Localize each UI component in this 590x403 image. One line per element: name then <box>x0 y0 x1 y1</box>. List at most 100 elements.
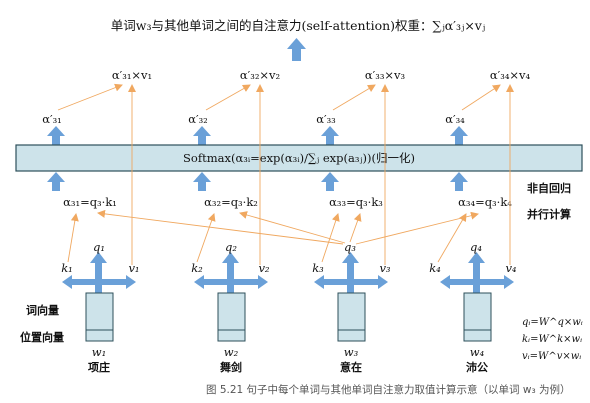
side-note-line2: 并行计算 <box>527 207 571 221</box>
line-q3-score1 <box>97 209 344 245</box>
alpha-norm-2: α′₃₂ <box>188 112 208 126</box>
alpha-norm-4: α′₃₄ <box>445 112 465 126</box>
q-label: q₄ <box>470 240 482 254</box>
output-label-4: α′₃₄×v₄ <box>490 68 531 82</box>
arrow-up <box>193 126 211 145</box>
line-q3-score3 <box>349 213 362 243</box>
word-text: 沛公 <box>466 360 488 374</box>
v-label: v₃ <box>379 261 390 275</box>
word-block-4: q₄ k₄ v₄ w₄ 沛公 <box>429 240 517 374</box>
word-block-3: q₃ k₃ v₃ w₃ 意在 <box>312 240 391 374</box>
alpha-norm-3: α′₃₃ <box>316 112 336 126</box>
arrow-kv-bar <box>202 279 260 285</box>
diagram-title: 单词w₃与其他单词之间的自注意力(self-attention)权重：∑ⱼα′₃… <box>111 18 485 33</box>
word-vector-box <box>463 292 492 342</box>
word-vector-label: 词向量 <box>26 303 59 317</box>
k-label: k₁ <box>61 261 73 275</box>
arrow-k-head <box>314 275 324 289</box>
formula-q: qᵢ=W^q×wᵢ <box>522 317 583 328</box>
arrow-q-head <box>342 252 359 263</box>
arrow-stem-base <box>347 285 354 293</box>
line-alpha4-output <box>461 84 501 111</box>
q-label: q₂ <box>225 240 237 254</box>
v-label: v₂ <box>258 261 269 275</box>
w-label: w₄ <box>470 345 485 359</box>
title-arrow <box>287 38 306 61</box>
word-block-1: q₁ k₁ v₁ w₁ 项庄 <box>61 240 139 374</box>
arrow-stem-base <box>95 285 102 293</box>
line-k1-score <box>67 213 79 263</box>
line-alpha2-output <box>205 84 251 111</box>
softmax-output-arrows <box>47 126 468 145</box>
arrow-stem-base <box>473 285 480 293</box>
arrow-up <box>47 126 65 145</box>
output-label-2: α′₃₂×v₂ <box>240 68 280 82</box>
arrow-k-head <box>194 275 204 289</box>
arrow-k-head <box>440 275 450 289</box>
arrow-v-head <box>126 275 136 289</box>
score-label-2: α₃₂=q₃·k₂ <box>204 195 258 209</box>
arrow-q-stem <box>95 262 102 280</box>
q-label: q₁ <box>93 240 105 254</box>
arrow-q-stem <box>227 262 234 280</box>
k-label: k₃ <box>312 261 324 275</box>
arrow-v-head <box>504 275 514 289</box>
score-label-3: α₃₃=q₃·k₃ <box>329 195 383 209</box>
word-vector-box <box>217 292 246 342</box>
arrow-v-head <box>258 275 268 289</box>
arrow-up <box>47 172 65 191</box>
side-note-line1: 非自回归 <box>527 181 571 195</box>
formula-v: vᵢ=W^v×wᵢ <box>522 351 581 362</box>
position-vector-label: 位置向量 <box>20 330 64 344</box>
arrow-up <box>450 126 468 145</box>
w-label: w₂ <box>224 345 239 359</box>
arrow-up <box>321 126 339 145</box>
output-label-3: α′₃₃×v₃ <box>365 68 406 82</box>
k-label: k₄ <box>429 261 441 275</box>
arrow-q-head <box>222 252 239 263</box>
arrow-kv-bar <box>322 279 380 285</box>
word-text: 舞剑 <box>220 360 242 374</box>
word-text: 意在 <box>340 360 362 374</box>
line-alpha1-output <box>57 83 123 111</box>
arrow-q-stem <box>473 262 480 280</box>
arrow-k-head <box>62 275 72 289</box>
arrow-kv-bar <box>448 279 506 285</box>
line-q3-score4 <box>355 211 479 245</box>
line-q3-score2 <box>239 211 346 244</box>
arrow-kv-bar <box>70 279 128 285</box>
v-label: v₁ <box>128 261 139 275</box>
alpha-norm-1: α′₃₁ <box>42 112 62 126</box>
line-k4-score <box>437 213 467 263</box>
softmax-input-arrows <box>47 172 468 191</box>
line-k2-score <box>196 213 216 263</box>
word-block-2: q₂ k₂ v₂ w₂ 舞剑 <box>191 240 270 374</box>
word-vector-box <box>337 292 366 342</box>
line-alpha3-output <box>332 84 376 111</box>
v-label: v₄ <box>505 261 516 275</box>
q-label: q₃ <box>344 240 356 254</box>
score-label-4: α₃₄=q₃·k₄ <box>458 195 512 209</box>
w-label: w₁ <box>92 345 106 359</box>
arrow-up <box>321 172 339 191</box>
arrow-q-head <box>468 252 485 263</box>
line-k3-score <box>321 213 340 263</box>
formula-k: kᵢ=W^k×wᵢ <box>522 334 582 345</box>
softmax-box <box>15 144 583 172</box>
arrow-up <box>193 172 211 191</box>
arrow-up <box>450 172 468 191</box>
w-label: w₃ <box>344 345 359 359</box>
k-label: k₂ <box>191 261 203 275</box>
softmax-label: Softmax(α₃ᵢ=exp(α₃ᵢ)/∑ⱼ exp(a₃ⱼ))(归一化) <box>183 151 415 165</box>
arrow-v-head <box>378 275 388 289</box>
attention-lines <box>57 83 514 265</box>
figure-caption: 图 5.21 句子中每个单词与其他单词自注意力取值计算示意（以单词 w₃ 为例） <box>206 383 571 396</box>
score-label-1: α₃₁=q₃·k₁ <box>63 195 117 209</box>
arrow-q-head <box>90 252 107 263</box>
arrow-q-stem <box>347 262 354 280</box>
word-vector-box <box>85 292 114 342</box>
word-text: 项庄 <box>88 360 110 374</box>
output-label-1: α′₃₁×v₁ <box>112 68 152 82</box>
